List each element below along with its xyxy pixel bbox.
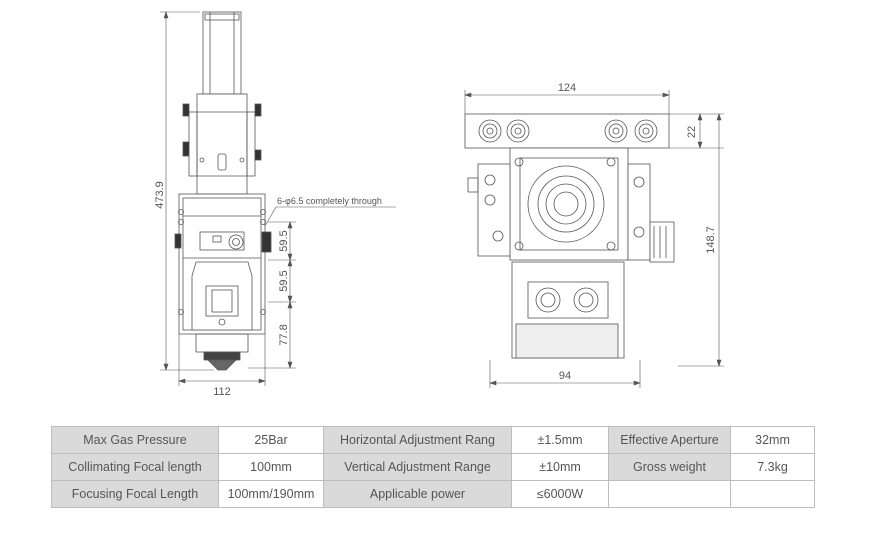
table-row: Max Gas Pressure 25Bar Horizontal Adjust… xyxy=(51,426,815,454)
table-row: Focusing Focal Length 100mm/190mm Applic… xyxy=(51,480,815,508)
effective-aperture-label: Effective Aperture xyxy=(608,426,731,454)
empty-cell xyxy=(730,480,815,508)
side-view-dimensions xyxy=(160,11,396,386)
side-width-dim: 112 xyxy=(213,386,231,398)
max-gas-pressure-label: Max Gas Pressure xyxy=(51,426,219,454)
empty-cell xyxy=(608,480,731,508)
effective-aperture-value: 32mm xyxy=(730,426,815,454)
side-upper-dim: 59.5 xyxy=(278,230,290,251)
side-total-height-dim: 473.9 xyxy=(154,181,166,209)
collimating-focal-value: 100mm xyxy=(218,453,324,481)
focusing-focal-value: 100mm/190mm xyxy=(218,480,324,508)
vertical-adjustment-label: Vertical Adjustment Range xyxy=(323,453,512,481)
vertical-adjustment-value: ±10mm xyxy=(511,453,609,481)
top-view-drawing xyxy=(464,113,675,359)
top-body-width-dim: 94 xyxy=(559,370,571,382)
side-lower-dim: 77.8 xyxy=(278,324,290,345)
hole-note: 6-φ6.5 completely through xyxy=(277,196,382,206)
applicable-power-value: ≤6000W xyxy=(511,480,609,508)
horizontal-adjustment-label: Horizontal Adjustment Rang xyxy=(323,426,512,454)
max-gas-pressure-value: 25Bar xyxy=(218,426,324,454)
side-view-drawing xyxy=(174,11,272,371)
top-plate-height-dim: 22 xyxy=(686,126,698,138)
top-height-dim: 148.7 xyxy=(705,226,717,254)
focusing-focal-label: Focusing Focal Length xyxy=(51,480,219,508)
table-row: Collimating Focal length 100mm Vertical … xyxy=(51,453,815,481)
applicable-power-label: Applicable power xyxy=(323,480,512,508)
collimating-focal-label: Collimating Focal length xyxy=(51,453,219,481)
top-view-dimensions xyxy=(464,90,724,388)
technical-drawing: 473.9 112 59.5 59.5 77.8 6-φ6.5 complete… xyxy=(154,11,724,398)
gross-weight-label: Gross weight xyxy=(608,453,731,481)
horizontal-adjustment-value: ±1.5mm xyxy=(511,426,609,454)
side-middle-dim: 59.5 xyxy=(278,270,290,291)
gross-weight-value: 7.3kg xyxy=(730,453,815,481)
spec-table: Max Gas Pressure 25Bar Horizontal Adjust… xyxy=(51,426,815,508)
top-width-dim: 124 xyxy=(558,82,576,94)
